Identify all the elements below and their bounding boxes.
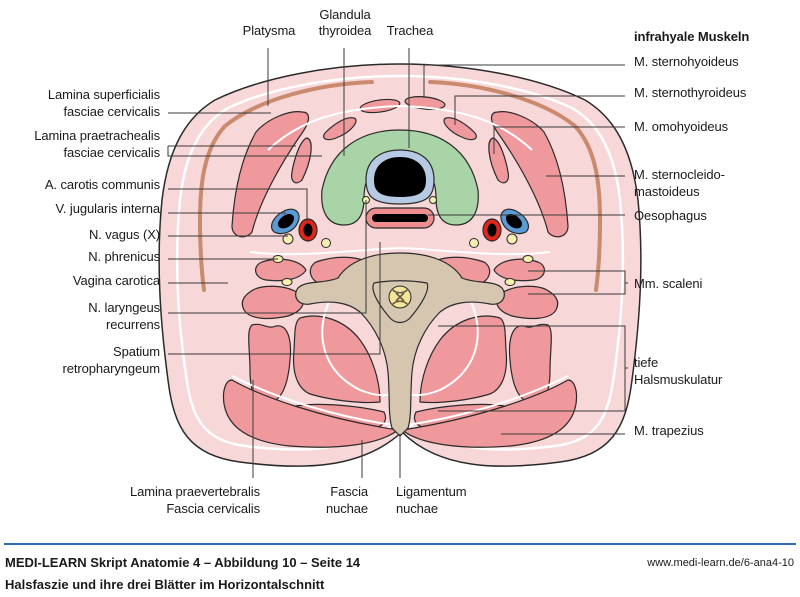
label-lamina-praetrachealis-line2: fasciae cervicalis bbox=[63, 145, 161, 160]
label-oesophagus: Oesophagus bbox=[634, 208, 707, 223]
n-laryngeus-recurrens-right bbox=[429, 196, 437, 204]
sympathetic-trunk-right bbox=[469, 238, 479, 248]
tiefe-halsmuskulatur-left-semispinalis bbox=[292, 315, 381, 404]
sympathetic-trunk-left bbox=[321, 238, 331, 248]
neck-cross-section-diagram bbox=[158, 48, 642, 478]
footer-caption: Halsfaszie und ihre drei Blätter im Hori… bbox=[5, 577, 325, 592]
leader-lines bbox=[167, 48, 628, 478]
label-fascia-nuchae-line2: nuchae bbox=[325, 501, 368, 516]
label-trachea: Trachea bbox=[386, 23, 434, 38]
oesophagus-lumen bbox=[372, 214, 428, 222]
label-m-trapezius: M. trapezius bbox=[634, 423, 704, 438]
label-ligamentum-nuchae-line2: nuchae bbox=[396, 501, 439, 516]
label-m-omohyoideus: M. omohyoideus bbox=[634, 119, 728, 134]
tiefe-halsmuskulatur-left-lateral bbox=[248, 323, 292, 405]
label-lamina-praevertebralis-line1: Lamina praevertebralis bbox=[129, 484, 260, 499]
label-n-laryngeus-recurrens-line1: N. laryngeus bbox=[88, 300, 160, 315]
label-m-sternocleidomastoideus-line1: M. sternocleido- bbox=[634, 167, 725, 182]
label-m-sternohyoideus: M. sternohyoideus bbox=[634, 54, 739, 69]
label-tiefe-halsmuskulatur-line1: tiefe bbox=[634, 355, 659, 370]
label-spatium-retropharyngeum-line1: Spatium bbox=[113, 344, 160, 359]
label-tiefe-halsmuskulatur-line2: Halsmuskulatur bbox=[634, 372, 723, 387]
label-spatium-retropharyngeum-line2: retropharyngeum bbox=[62, 361, 161, 376]
label-lamina-praetrachealis-line1: Lamina praetrachealis bbox=[34, 128, 160, 143]
n-phrenicus-right bbox=[522, 255, 534, 263]
m-sternothyroideus-left bbox=[323, 117, 357, 141]
label-n-laryngeus-recurrens-line2: recurrens bbox=[105, 317, 160, 332]
label-ligamentum-nuchae-line1: Ligamentum bbox=[396, 484, 467, 499]
tiefe-halsmuskulatur-right-semispinalis bbox=[419, 315, 508, 404]
label-fascia-nuchae-line1: Fascia bbox=[330, 484, 368, 499]
footer-title: MEDI-LEARN Skript Anatomie 4 – Abbildung… bbox=[5, 555, 361, 570]
m-sternothyroideus-right bbox=[443, 117, 477, 141]
m-omohyoideus-left bbox=[291, 137, 312, 184]
label-n-vagus: N. vagus (X) bbox=[88, 227, 160, 242]
label-m-sternocleidomastoideus-line2: mastoideus bbox=[634, 184, 700, 199]
footer-divider bbox=[4, 543, 796, 545]
n-vagus-right bbox=[506, 233, 518, 245]
v-jugularis-interna-right-lumen bbox=[505, 213, 523, 229]
mm-scaleni-right-posterior bbox=[496, 285, 559, 320]
m-trapezius-left bbox=[222, 379, 400, 448]
plexus-brachialis-left bbox=[281, 278, 293, 286]
vagina-carotica-fascia bbox=[249, 246, 551, 256]
trachea-lumen bbox=[374, 157, 426, 197]
label-platysma: Platysma bbox=[242, 23, 296, 38]
label-infrahyale-muskeln-heading: infrahyale Muskeln bbox=[634, 29, 750, 44]
grey-matter bbox=[391, 288, 409, 306]
footer-url[interactable]: www.medi-learn.de/6-ana4-10 bbox=[647, 557, 794, 569]
label-n-phrenicus: N. phrenicus bbox=[88, 249, 160, 264]
label-lamina-superficialis-line1: Lamina superficialis bbox=[47, 87, 160, 102]
label-mm-scaleni: Mm. scaleni bbox=[634, 276, 703, 291]
tiefe-halsmuskulatur-right-lateral bbox=[508, 323, 552, 405]
a-carotis-communis-left-lumen bbox=[303, 223, 313, 237]
mm-scaleni-left-posterior bbox=[241, 285, 304, 320]
label-vagina-carotica: Vagina carotica bbox=[72, 273, 160, 288]
label-lamina-praevertebralis-line2: Fascia cervicalis bbox=[166, 501, 260, 516]
lamina-praevertebralis-fascia-left bbox=[321, 299, 393, 397]
plexus-brachialis-right bbox=[504, 278, 516, 286]
platysma-left bbox=[197, 80, 374, 292]
platysma-right bbox=[428, 80, 603, 292]
label-glandula-thyroidea-line1: Glandula bbox=[319, 7, 371, 22]
lamina-praevertebralis-fascia-right bbox=[407, 299, 479, 397]
label-lamina-superficialis-line2: fasciae cervicalis bbox=[63, 104, 161, 119]
a-carotis-communis-right-lumen bbox=[487, 223, 497, 237]
m-trapezius-right bbox=[400, 379, 578, 448]
v-jugularis-interna-left-lumen bbox=[277, 213, 295, 229]
label-a-carotis-communis: A. carotis communis bbox=[44, 177, 160, 192]
label-glandula-thyroidea-line2: thyroidea bbox=[318, 23, 372, 38]
m-sternocleidomastoideus-left bbox=[231, 111, 310, 238]
label-m-sternothyroideus: M. sternothyroideus bbox=[634, 85, 747, 100]
m-sternocleidomastoideus-right bbox=[490, 111, 569, 238]
label-v-jugularis-interna: V. jugularis interna bbox=[55, 201, 161, 216]
